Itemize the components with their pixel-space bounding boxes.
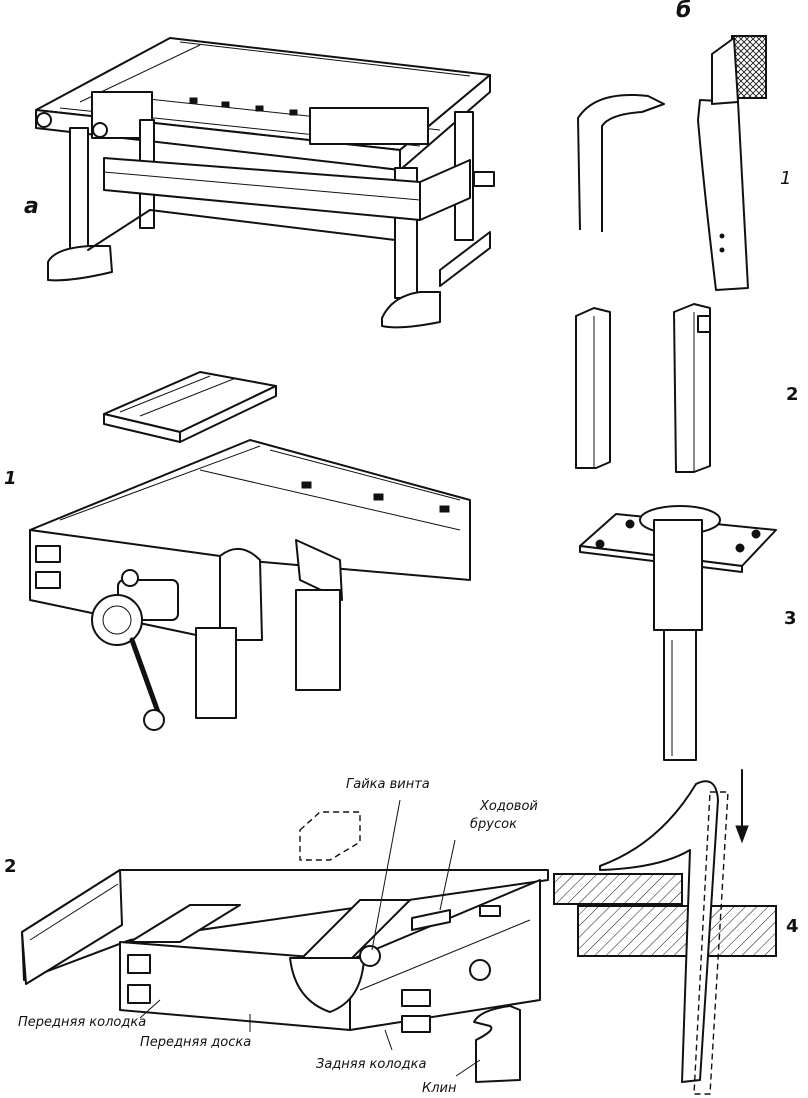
vise-leg-left xyxy=(195,627,237,719)
vise-handle-knob xyxy=(143,709,165,731)
bench-stops xyxy=(575,303,711,473)
metal-stop xyxy=(579,505,777,761)
label-b-1: 1 xyxy=(780,168,792,189)
label-b: б xyxy=(676,0,692,23)
vise-cutaway xyxy=(21,799,549,1083)
label-b-4: 4 xyxy=(786,916,799,937)
vise-handle xyxy=(129,637,161,715)
ghost-nut xyxy=(299,811,361,861)
right-foot xyxy=(381,291,441,329)
metal-stop-sleeve xyxy=(653,519,703,631)
hook-in-use xyxy=(553,769,777,1095)
caption-rear-block: Задняя колодка xyxy=(316,1057,427,1072)
left-foot xyxy=(47,245,113,282)
bench-top-side-face xyxy=(399,74,491,171)
stop-bar-left xyxy=(575,307,611,469)
hook-flat-stop xyxy=(697,99,749,291)
vise-detail xyxy=(29,371,471,731)
metal-stop-shaft xyxy=(663,629,697,761)
hook-tool xyxy=(599,780,719,1083)
screw-nut-cradle xyxy=(289,957,365,1013)
bench-section xyxy=(577,905,777,957)
caption-wedge: Клин xyxy=(422,1081,457,1096)
caption-running-bar-line1: Ходовой xyxy=(480,799,538,814)
hook-bent-stop xyxy=(577,93,665,232)
screw-nut-hole xyxy=(359,945,381,967)
caption-screw-nut: Гайка винта xyxy=(346,777,430,792)
label-a-2: 2 xyxy=(4,856,17,877)
label-a: а xyxy=(24,194,39,219)
label-b-3: 3 xyxy=(784,608,797,629)
label-b-2: 2 xyxy=(786,384,799,405)
front-left-leg xyxy=(69,127,89,251)
workbench-overview xyxy=(35,37,495,329)
caption-front-block: Передняя колодка xyxy=(18,1015,147,1030)
caption-front-board: Передняя доска xyxy=(140,1035,252,1050)
vise-screw-wheel xyxy=(91,594,143,646)
workpiece xyxy=(553,873,683,905)
rear-vise-block xyxy=(309,107,429,145)
caption-running-bar-line2: брусок xyxy=(470,817,517,832)
vise-leg-right xyxy=(295,589,341,691)
label-a-1: 1 xyxy=(4,468,17,489)
wedge xyxy=(473,1005,521,1083)
vise-rear-jaw xyxy=(295,539,343,601)
stop-hooks xyxy=(577,35,767,291)
stop-bar-right xyxy=(673,303,711,473)
